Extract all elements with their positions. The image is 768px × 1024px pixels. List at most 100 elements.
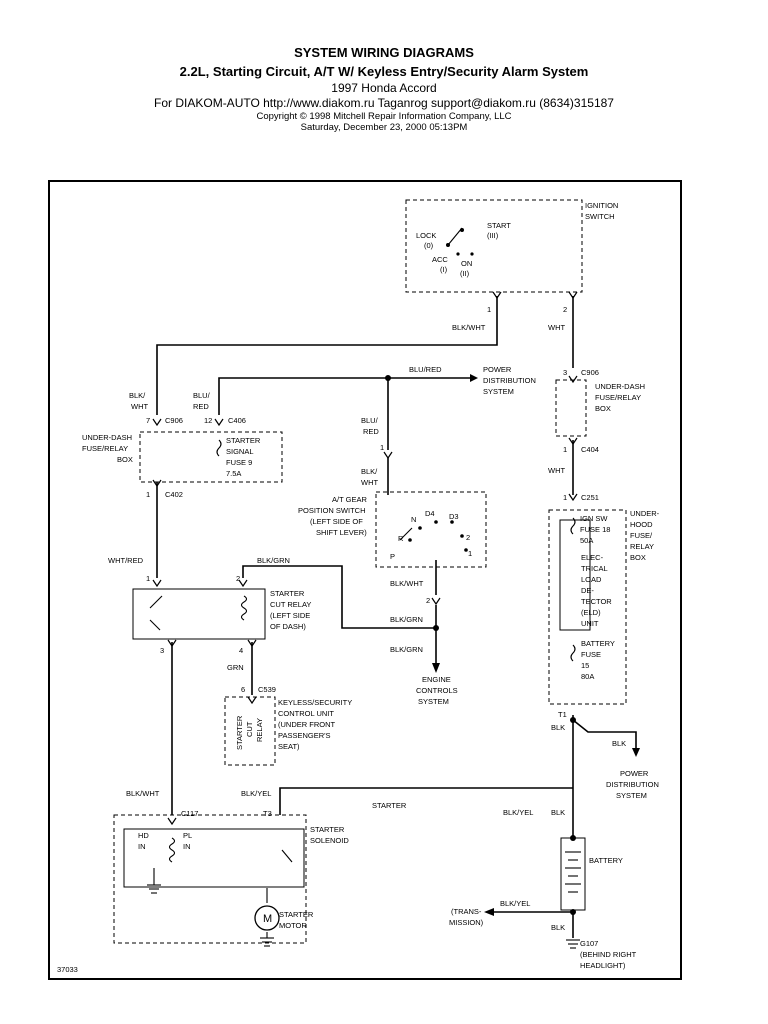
underhood-box-1: UNDER- xyxy=(630,509,660,518)
connector-c906-right: C906 xyxy=(581,368,599,377)
vehicle-model: 1997 Honda Accord xyxy=(331,81,437,95)
gear-switch-label-2: POSITION SWITCH xyxy=(298,506,366,515)
solid-boxes xyxy=(123,519,591,911)
gear-pos-d4: D4 xyxy=(425,509,435,518)
starter-cut-relay-4: OF DASH) xyxy=(270,622,306,631)
transmission-1: (TRANS- xyxy=(451,907,482,916)
figure-number: 37033 xyxy=(57,965,78,974)
hd-in-2: IN xyxy=(138,842,146,851)
eld-7: UNIT xyxy=(581,619,599,628)
wire-label-blk-gnd: BLK xyxy=(551,923,565,932)
transmission-2: MISSION) xyxy=(449,918,484,927)
pin-1-c404: 1 xyxy=(563,445,567,454)
wire-label-blk-grn-low: BLK/GRN xyxy=(390,645,423,654)
wire-label-blk-wht-gear: BLK/WHT xyxy=(390,579,424,588)
keyless-unit-1: KEYLESS/SECURITY xyxy=(278,698,352,707)
connector-c539: C539 xyxy=(258,685,276,694)
battery-label: BATTERY xyxy=(589,856,623,865)
wire-label-blu-red-mid: BLU/ xyxy=(361,416,379,425)
motor-symbol-label: M xyxy=(263,913,272,925)
underdash-left-2: FUSE/RELAY xyxy=(82,444,128,453)
pin-6-keyless: 6 xyxy=(241,685,245,694)
engine-controls-2: CONTROLS xyxy=(416,686,458,695)
connector-c251: C251 xyxy=(581,493,599,502)
ign-pin-1: 1 xyxy=(487,305,491,314)
wire-label-blk-t1: BLK xyxy=(551,723,565,732)
battery-fuse-3: 15 xyxy=(581,661,589,670)
pin-4-relay: 4 xyxy=(239,646,243,655)
pl-in-1: PL xyxy=(183,831,192,840)
wire-label-wht-red: WHT/RED xyxy=(108,556,144,565)
copyright-line: Copyright © 1998 Mitchell Repair Informa… xyxy=(256,111,512,122)
starter-motor-2: MOTOR xyxy=(279,921,307,930)
underdash-left-1: UNDER-DASH xyxy=(82,433,132,442)
wire-label-blk-pd: BLK xyxy=(612,739,626,748)
starter-signal-fuse-3: FUSE 9 xyxy=(226,458,252,467)
date-line: Saturday, December 23, 2000 05:13PM xyxy=(300,122,468,133)
battery-fuse-4: 80A xyxy=(581,672,594,681)
g107-note-2: HEADLIGHT) xyxy=(580,961,626,970)
gear-pos-d3: D3 xyxy=(449,512,459,521)
connector-c406: C406 xyxy=(228,416,246,425)
connector-t1: T1 xyxy=(558,710,567,719)
wire-label-wht-right: WHT xyxy=(548,466,565,475)
eld-4: DE- xyxy=(581,586,594,595)
eld-1: ELEC- xyxy=(581,553,604,562)
ign-pin-2: 2 xyxy=(563,305,567,314)
wire-label-blk-grn-mid: BLK/GRN xyxy=(390,615,423,624)
pin-2-gear: 2 xyxy=(426,596,430,605)
pin-1-gear: 1 xyxy=(380,443,384,452)
on-label-pos: (II) xyxy=(460,269,470,278)
component-symbols xyxy=(147,227,581,949)
acc-label-pos: (I) xyxy=(440,265,448,274)
pl-in-2: IN xyxy=(183,842,191,851)
eld-2: TRICAL xyxy=(581,564,608,573)
ignition-switch-label-1: IGNITION xyxy=(585,201,618,210)
gear-switch-label-1: A/T GEAR xyxy=(332,495,367,504)
starter-cut-relay-2: CUT RELAY xyxy=(270,600,311,609)
eld-5: TECTOR xyxy=(581,597,612,606)
lock-label: LOCK xyxy=(416,231,436,240)
starter-cut-relay-3: (LEFT SIDE xyxy=(270,611,310,620)
gear-pos-r: R xyxy=(398,534,404,543)
pin-1-c402: 1 xyxy=(146,490,150,499)
wire-label-blk-yel-bat: BLK/YEL xyxy=(503,808,533,817)
ignition-switch-label-2: SWITCH xyxy=(585,212,615,221)
starter-motor-symbol xyxy=(254,905,280,931)
wire-label-blk-wht-mid: BLK/ xyxy=(361,467,378,476)
wire-label-blk-wht-low: BLK/WHT xyxy=(126,789,160,798)
underhood-box-4: RELAY xyxy=(630,542,654,551)
pin-12: 12 xyxy=(204,416,212,425)
wire-paths xyxy=(156,296,637,938)
connector-g107: G107 xyxy=(580,939,598,948)
gear-pos-n: N xyxy=(411,515,416,524)
labels: IGNITION SWITCH START (III) LOCK (0) ACC… xyxy=(57,201,660,974)
lock-label-pos: (0) xyxy=(424,241,434,250)
connector-c906-left: C906 xyxy=(165,416,183,425)
keyless-unit-3: (UNDER FRONT xyxy=(278,720,335,729)
keyless-unit-2: CONTROL UNIT xyxy=(278,709,334,718)
starter-cut-relay-1: STARTER xyxy=(270,589,305,598)
power-dist-label-2: DISTRIBUTION xyxy=(483,376,536,385)
engine-controls-1: ENGINE xyxy=(422,675,451,684)
eld-3: LOAD xyxy=(581,575,602,584)
underdash-right-2: FUSE/RELAY xyxy=(595,393,641,402)
cut-relay-vertical-2: CUT xyxy=(245,721,254,737)
hd-in-1: HD xyxy=(138,831,149,840)
start-label-pos: (III) xyxy=(487,231,499,240)
battery-fuse-1: BATTERY xyxy=(581,639,615,648)
wire-label-blk-grn-top: BLK/GRN xyxy=(257,556,290,565)
on-label: ON xyxy=(461,259,472,268)
starter-signal-fuse-1: STARTER xyxy=(226,436,261,445)
starter-label: STARTER xyxy=(372,801,407,810)
battery-fuse-2: FUSE xyxy=(581,650,601,659)
keyless-unit-4: PASSENGER'S xyxy=(278,731,331,740)
g107-note-1: (BEHIND RIGHT xyxy=(580,950,637,959)
power-dist-right-3: SYSTEM xyxy=(616,791,647,800)
gear-switch-label-3: (LEFT SIDE OF xyxy=(310,517,363,526)
pin-3-c906: 3 xyxy=(563,368,567,377)
wire-label-blk-yel-trans: BLK/YEL xyxy=(500,899,530,908)
pin-7: 7 xyxy=(146,416,150,425)
underhood-box-2: HOOD xyxy=(630,520,653,529)
